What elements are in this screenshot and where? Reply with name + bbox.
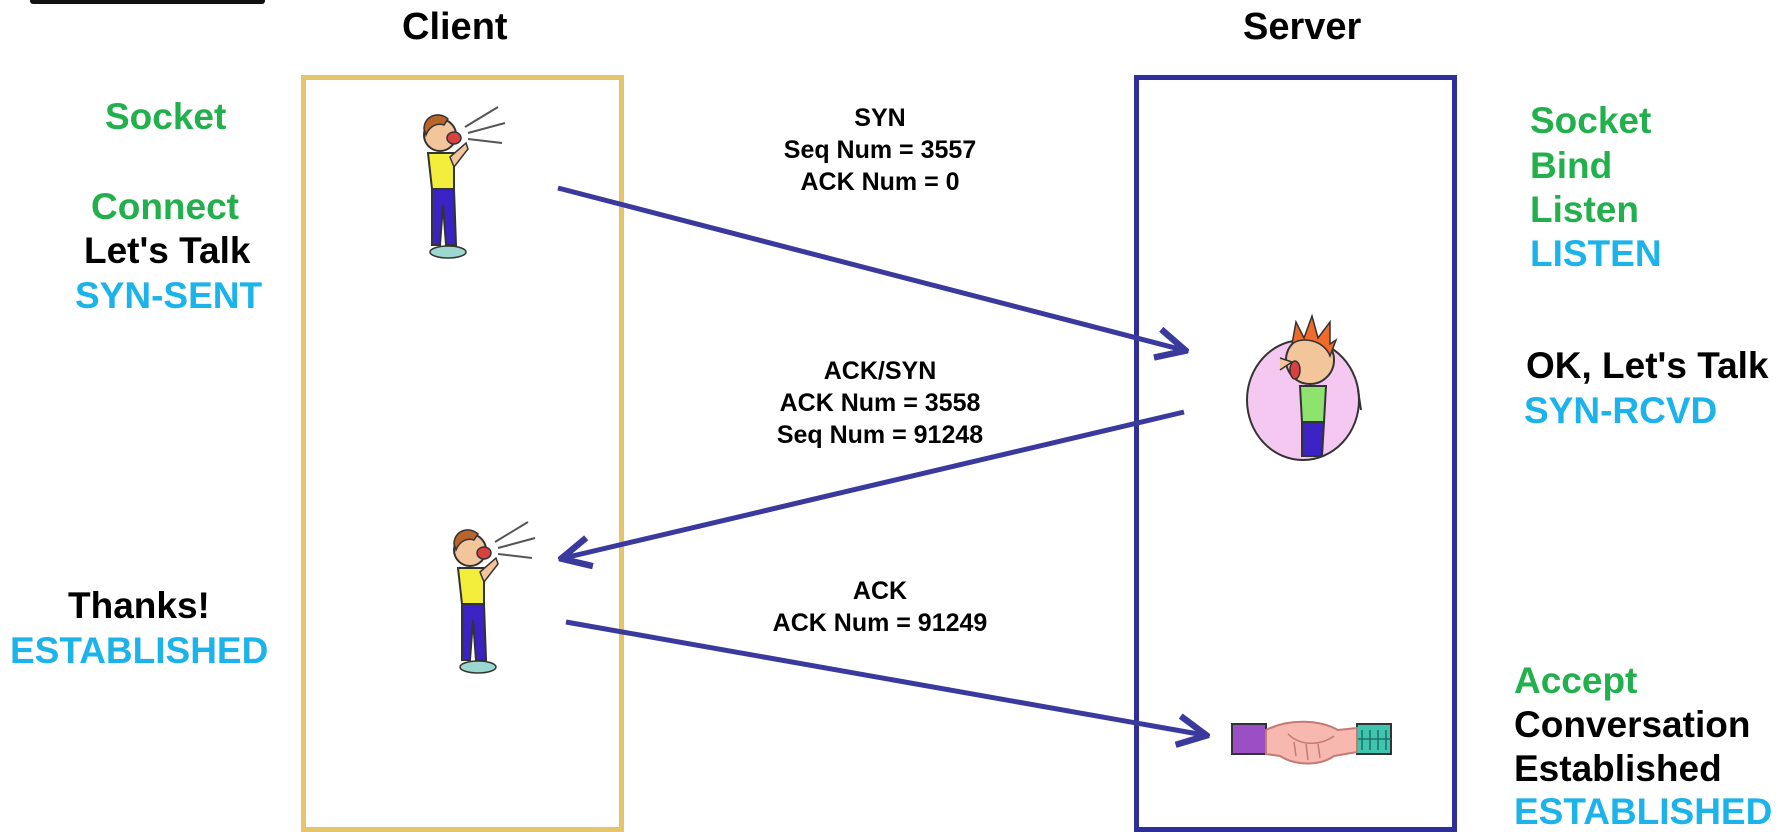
ack-syn-message-line: ACK/SYN <box>823 357 937 385</box>
shouting-person-icon <box>423 106 506 259</box>
client-established-state: ESTABLISHED <box>10 630 269 671</box>
server-syn-rcvd-state: SYN-RCVD <box>1524 390 1718 431</box>
ack-message: ACK ACK Num = 91249 <box>730 575 1030 639</box>
surprised-person-icon <box>1246 313 1362 461</box>
ack-arrow <box>565 619 1204 735</box>
shouting-person-icon <box>453 521 536 674</box>
syn-message-line: ACK Num = 0 <box>800 168 960 196</box>
client-socket-label: Socket <box>105 96 227 137</box>
ack-syn-arrow <box>564 409 1185 558</box>
client-lets-talk-label: Let's Talk <box>84 230 251 271</box>
client-thanks-label: Thanks! <box>68 585 210 626</box>
syn-message: SYN Seq Num = 3557 ACK Num = 0 <box>730 102 1030 198</box>
ack-message-line: ACK <box>852 577 908 605</box>
ack-syn-message-line: Seq Num = 91248 <box>776 421 984 449</box>
syn-message-line: SYN <box>854 104 906 132</box>
ack-message-line: ACK Num = 91249 <box>772 609 988 637</box>
client-syn-sent-state: SYN-SENT <box>75 275 263 316</box>
ack-syn-message: ACK/SYN ACK Num = 3558 Seq Num = 91248 <box>730 355 1030 451</box>
server-ok-lets-talk-label: OK, Let's Talk <box>1526 345 1769 386</box>
top-bar-fragment <box>30 0 265 4</box>
server-conversation-label: Conversation <box>1514 704 1751 745</box>
server-accept-label: Accept <box>1514 660 1638 701</box>
client-connect-label: Connect <box>91 186 239 227</box>
handshake-icon <box>1231 720 1392 765</box>
server-bind-label: Bind <box>1530 145 1613 186</box>
server-listen-state: LISTEN <box>1530 233 1662 274</box>
server-established-text: Established <box>1514 748 1722 789</box>
server-listen-label: Listen <box>1530 189 1639 230</box>
client-title: Client <box>402 6 508 48</box>
ack-syn-message-line: ACK Num = 3558 <box>779 389 981 417</box>
server-established-state: ESTABLISHED <box>1514 791 1773 832</box>
server-socket-label: Socket <box>1530 100 1652 141</box>
syn-arrow <box>557 185 1183 350</box>
syn-message-line: Seq Num = 3557 <box>783 136 977 164</box>
server-title: Server <box>1243 6 1362 48</box>
